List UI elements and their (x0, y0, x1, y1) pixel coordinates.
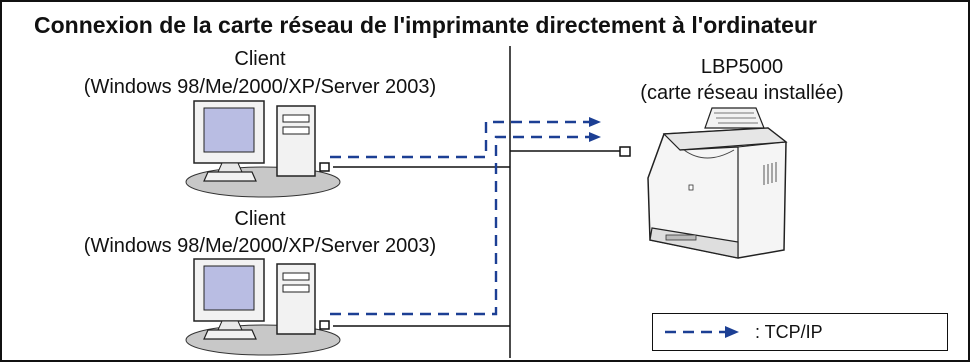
printer-icon (619, 107, 788, 259)
printer-name-label: LBP5000 (700, 56, 784, 78)
printer-port-icon (619, 146, 631, 157)
tcpip-paths (330, 117, 601, 316)
client-2-port-icon (319, 320, 330, 330)
tcpip-arrow-client-2 (330, 132, 601, 316)
diagram-title: Connexion de la carte réseau de l'imprim… (34, 12, 817, 38)
network-cables (333, 46, 620, 358)
client-1-port-icon (319, 162, 330, 172)
legend-arrow-icon (665, 326, 739, 338)
client-1-computer-icon (185, 100, 341, 198)
client-1-os-label: (Windows 98/Me/2000/XP/Server 2003) (83, 76, 437, 98)
client-1-label: Client (234, 48, 286, 70)
client-2-label: Client (234, 208, 286, 230)
legend-box: : TCP/IP (652, 313, 948, 351)
client-2-computer-icon (185, 258, 341, 356)
tcpip-arrow-client-1 (330, 117, 601, 159)
legend-label: : TCP/IP (755, 322, 823, 342)
client-2-os-label: (Windows 98/Me/2000/XP/Server 2003) (83, 235, 437, 257)
printer-subtitle-label: (carte réseau installée) (640, 82, 844, 104)
